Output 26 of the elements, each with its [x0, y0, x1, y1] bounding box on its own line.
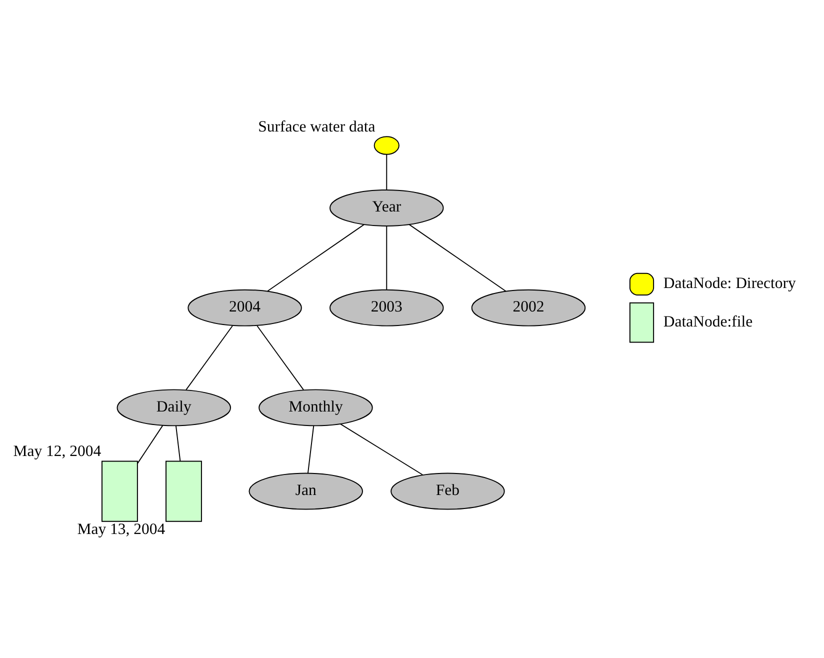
node-ellipse: Daily [116, 389, 232, 426]
connector [307, 425, 314, 474]
connector [386, 226, 388, 290]
connector [340, 424, 424, 476]
connector [256, 325, 304, 390]
connector [408, 224, 506, 292]
node-box [166, 460, 202, 522]
node-ellipse: Monthly [258, 389, 373, 426]
connector [137, 425, 164, 464]
node-circle [374, 136, 400, 155]
connector [267, 224, 364, 292]
connector [386, 154, 388, 190]
connector [175, 425, 181, 462]
node-ellipse: Jan [248, 472, 363, 510]
legend-label: DataNode:file [663, 313, 753, 330]
node-label: May 13, 2004 [77, 520, 166, 538]
node-box [102, 460, 138, 522]
node-ellipse: 2002 [471, 289, 586, 326]
node-ellipse: Year [330, 189, 444, 226]
connector [186, 325, 233, 390]
node-ellipse: Feb [390, 472, 505, 510]
node-ellipse: 2004 [188, 289, 302, 326]
legend-label: DataNode: Directory [663, 274, 796, 292]
node-label: Surface water data [258, 118, 376, 136]
node-ellipse: 2003 [330, 289, 444, 326]
node-label: May 12, 2004 [13, 443, 102, 460]
